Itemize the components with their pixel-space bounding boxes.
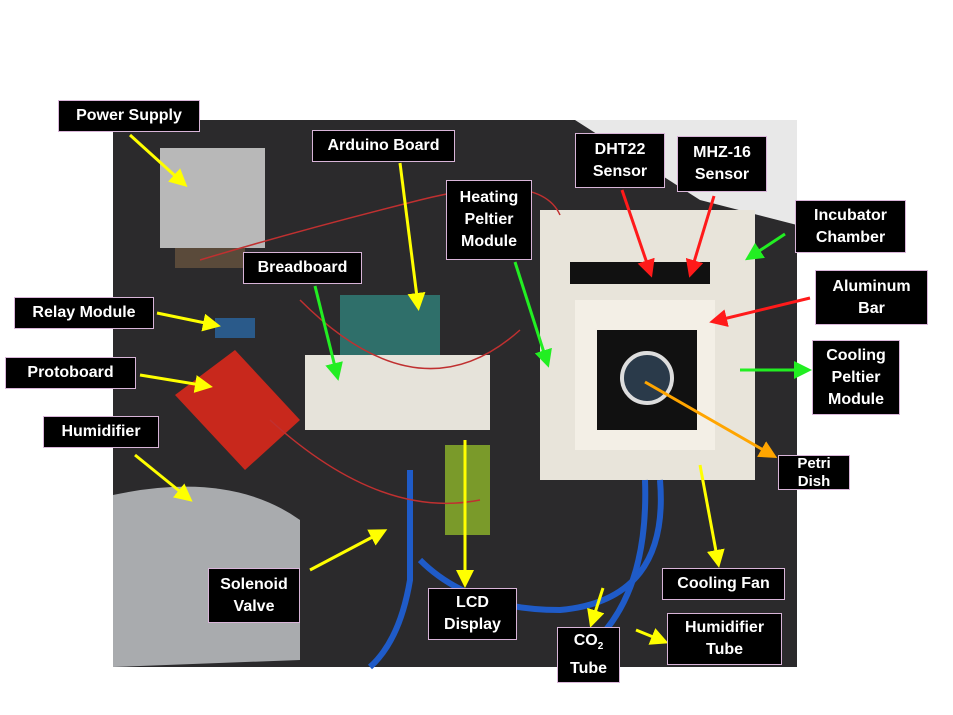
- arrow-protoboard: [139, 373, 213, 393]
- label-petri-dish: Petri Dish: [778, 455, 850, 490]
- label-co2-tube: CO2 Tube: [557, 627, 620, 683]
- label-mhz16-sensor: MHZ-16 Sensor: [677, 136, 767, 192]
- arrow-arduino: [398, 162, 426, 311]
- label-aluminum-bar: Aluminum Bar: [815, 270, 928, 325]
- arrow-cooling-fan: [698, 464, 725, 568]
- arrow-mhz16: [685, 195, 716, 278]
- arrow-incubator: [744, 232, 786, 261]
- label-breadboard: Breadboard: [243, 252, 362, 284]
- arrow-dht22: [620, 189, 655, 278]
- label-heating-peltier: Heating Peltier Module: [446, 180, 532, 260]
- arrow-petri: [644, 380, 778, 458]
- arrow-humidifier: [134, 453, 193, 502]
- arrow-aluminum: [709, 296, 811, 327]
- label-cooling-fan: Cooling Fan: [662, 568, 785, 600]
- label-cooling-peltier: Cooling Peltier Module: [812, 340, 900, 415]
- label-power-supply: Power Supply: [58, 100, 200, 132]
- arrow-solenoid: [309, 529, 388, 572]
- arrow-co2-tube: [587, 587, 605, 628]
- label-incubator-chamber: Incubator Chamber: [795, 200, 906, 253]
- power-supply-shape: [160, 148, 265, 248]
- co2-subscript: 2: [597, 641, 604, 653]
- tube-text: Tube: [569, 660, 608, 678]
- label-dht22-sensor: DHT22 Sensor: [575, 133, 665, 188]
- arrow-relay: [156, 311, 221, 332]
- arduino-shape: [340, 295, 440, 355]
- label-solenoid-valve: Solenoid Valve: [208, 568, 300, 623]
- co2-text: CO: [573, 631, 598, 649]
- breadboard-shape: [305, 355, 490, 430]
- arrow-breadboard: [313, 285, 343, 381]
- arrow-power-supply: [128, 133, 188, 188]
- label-lcd-display: LCD Display: [428, 588, 517, 640]
- label-humidifier-tube: Humidifier Tube: [667, 613, 782, 665]
- arrow-heating-peltier: [513, 261, 552, 368]
- label-humidifier: Humidifier: [43, 416, 159, 448]
- arrow-humidifier-tube: [635, 628, 669, 645]
- petri-dish-shape: [620, 351, 674, 405]
- label-relay-module: Relay Module: [14, 297, 154, 329]
- lcd-shape: [445, 445, 490, 535]
- label-arduino-board: Arduino Board: [312, 130, 455, 162]
- label-protoboard: Protoboard: [5, 357, 136, 389]
